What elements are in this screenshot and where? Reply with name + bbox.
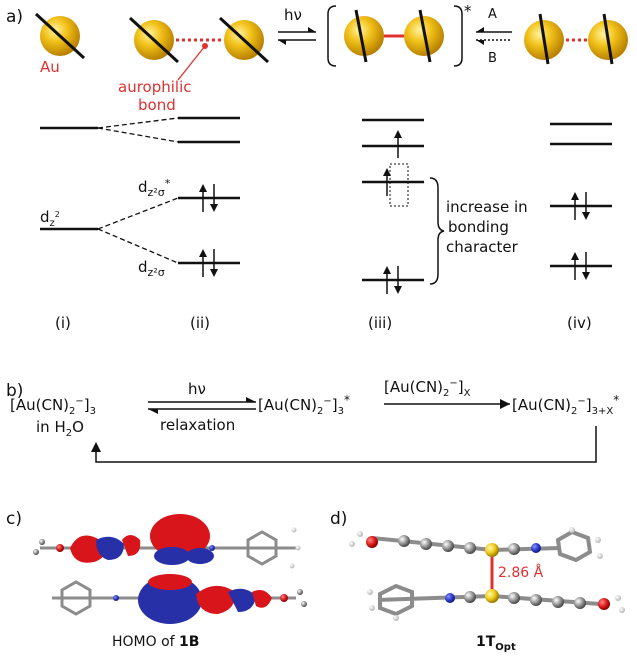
mo-diagram-i-ii bbox=[40, 116, 240, 265]
equilibrium-arrows-b bbox=[148, 397, 256, 414]
electron-pair-sigma-star-ii bbox=[199, 184, 218, 212]
au-atom-single bbox=[34, 12, 86, 60]
hv-label-a: hν bbox=[284, 6, 302, 24]
equilibrium-arrows-hv bbox=[278, 27, 316, 45]
bonding-note-2: bonding bbox=[448, 218, 509, 236]
mo-diagram-iv bbox=[550, 122, 612, 268]
arrow-a-label: A bbox=[488, 7, 497, 22]
panel-b-label: b) bbox=[6, 381, 23, 401]
electron-pair-iv-upper bbox=[571, 192, 590, 220]
orbital-sigma-star-label: dz²σ* bbox=[138, 177, 171, 199]
panel-d-caption: 1TOpt bbox=[476, 634, 516, 653]
panel-d-label: d) bbox=[330, 509, 347, 529]
mo-diagram-iii bbox=[362, 118, 424, 282]
au-au-distance: 2.86 Å bbox=[498, 564, 544, 581]
return-arrow-b bbox=[95, 426, 597, 463]
excited-star-a: * bbox=[464, 2, 472, 20]
panel-a-label: a) bbox=[6, 7, 23, 27]
excited-dimer-bracket bbox=[327, 5, 463, 67]
return-arrowhead-b bbox=[91, 442, 101, 452]
aurophilic-pointer bbox=[177, 45, 206, 81]
bonding-note-3: character bbox=[446, 238, 519, 256]
aurophilic-pointer-dot bbox=[202, 43, 208, 49]
aurophilic-label-1: aurophilic bbox=[118, 78, 192, 96]
arrow-a-b bbox=[476, 27, 512, 45]
single-electron-iii bbox=[383, 163, 409, 207]
electron-pair-iii bbox=[383, 266, 402, 294]
panel-c-label: c) bbox=[6, 509, 22, 529]
species-3: [Au(CN)2−]3+X* bbox=[512, 393, 619, 417]
aurophilic-label-2: bond bbox=[138, 96, 176, 114]
orbital-dz2-label: dz2 bbox=[40, 208, 60, 229]
reaction-arrowhead-b bbox=[500, 399, 510, 409]
relaxation-label: relaxation bbox=[160, 416, 235, 434]
electron-pair-sigma-ii bbox=[199, 249, 218, 277]
orbital-sigma-label: dz²σ bbox=[138, 258, 165, 279]
species-2: [Au(CN)2−]3* bbox=[258, 393, 350, 417]
stage-label-iii: (iii) bbox=[368, 314, 392, 332]
homo-orbital-render bbox=[33, 514, 307, 624]
stage-label-iv: (iv) bbox=[567, 314, 592, 332]
stage-label-ii: (ii) bbox=[190, 314, 210, 332]
hv-label-b: hν bbox=[188, 380, 206, 398]
bonding-brace bbox=[429, 177, 445, 285]
electron-pair-iv-lower bbox=[571, 252, 590, 280]
au-label: Au bbox=[40, 58, 60, 76]
species-1: [Au(CN)2−]3 bbox=[10, 396, 96, 417]
au-dimer-relaxed bbox=[524, 13, 628, 65]
panel-c-caption: HOMO of 1B bbox=[112, 634, 199, 650]
reagent: [Au(CN)2−]X bbox=[384, 378, 471, 399]
excited-electron-iii bbox=[394, 130, 402, 158]
bonding-note-1: increase in bbox=[446, 198, 528, 216]
solvent-label: in H2O bbox=[36, 418, 84, 439]
arrow-b-label: B bbox=[488, 51, 497, 66]
stage-label-i: (i) bbox=[55, 314, 71, 332]
au-dimer-ground bbox=[128, 16, 270, 64]
optimized-structure-render bbox=[349, 527, 625, 621]
